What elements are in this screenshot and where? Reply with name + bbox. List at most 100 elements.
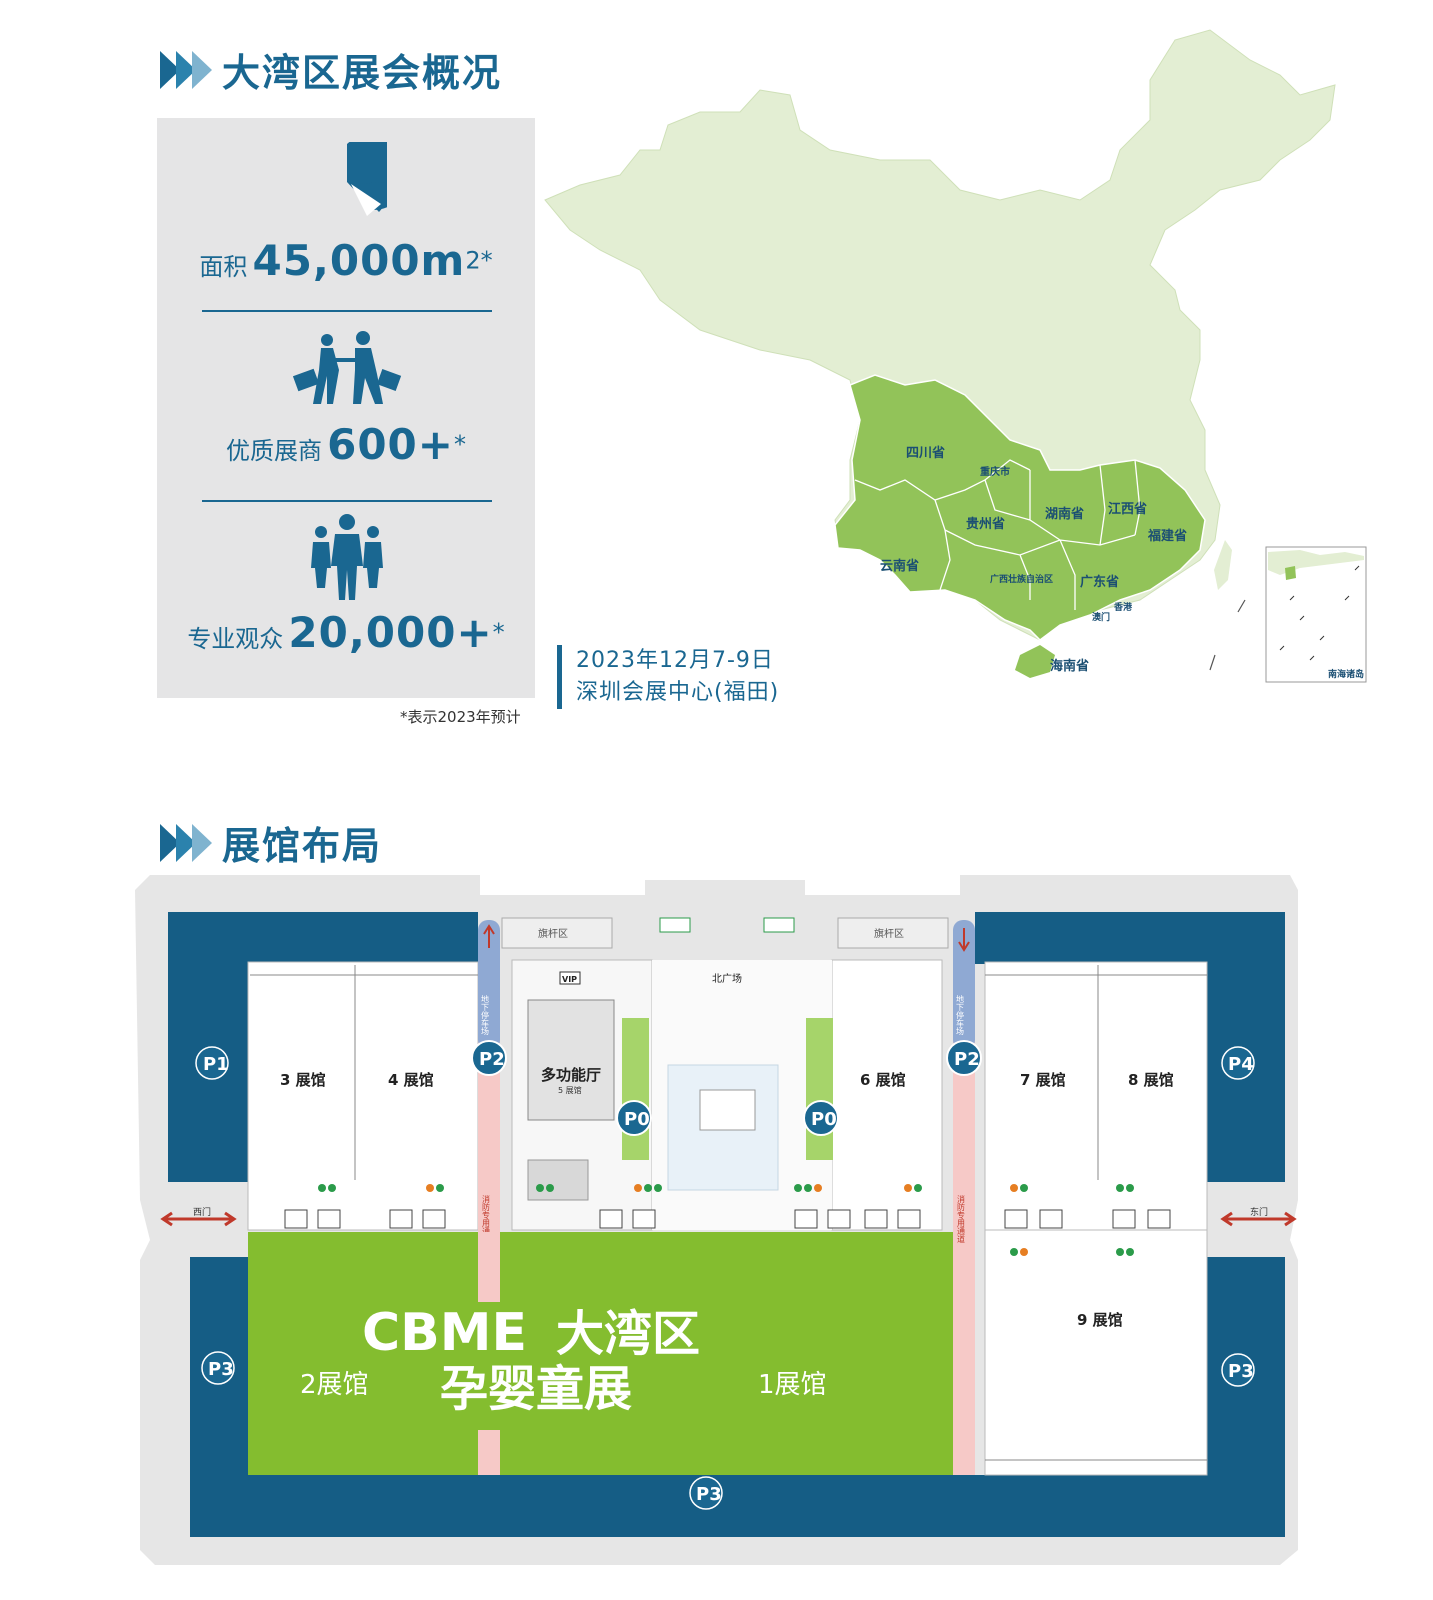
ramp-right [953, 920, 975, 1050]
stat-visitors-label: 专业观众 [187, 625, 284, 653]
exit-sign-icon [659, 917, 691, 933]
overview-title-text: 大湾区展会概况 [222, 51, 503, 95]
pie-chart-icon [347, 142, 387, 216]
layout-title-text: 展馆布局 [222, 824, 383, 868]
multipurpose-hall-box [527, 999, 615, 1121]
event-venue: 深圳会展中心(福田) [576, 680, 780, 705]
hall-9-label: 9 展馆 [1077, 1311, 1123, 1329]
label-guangdong: 广东省 [1080, 574, 1119, 590]
label-hunan: 湖南省 [1045, 506, 1084, 522]
hall-1-2-green-area [248, 1232, 953, 1475]
triple-chevron-icon [160, 823, 212, 862]
booth-grid-lines [250, 965, 1207, 1461]
parking-p3-bottom: P3 [696, 1484, 722, 1505]
fire-lane-right-label: 消防专用通道 [957, 1194, 966, 1244]
vip-room-box [559, 971, 581, 985]
layout-section-title: 展馆布局 [160, 815, 382, 870]
label-fujian: 福建省 [1147, 528, 1187, 544]
stat-exhibitors-sup: * [453, 430, 466, 459]
label-hongkong: 香港 [1113, 601, 1133, 613]
underground-right-label: 地下停车场 [956, 994, 965, 1036]
fire-lane-left-label: 消防专用通道 [482, 1194, 491, 1244]
parking-markers [195, 1040, 1255, 1510]
label-sichuan: 四川省 [906, 445, 945, 461]
stat-visitors-value: 20,000+ [288, 608, 493, 657]
south-china-sea-inset: 南海诸岛 [1265, 546, 1367, 683]
hall-6-area [831, 959, 943, 1231]
cbme-title-line1: 大湾区 [556, 1306, 700, 1362]
fire-lane-left-bottom [478, 1430, 500, 1475]
parking-p3-right: P3 [1228, 1361, 1254, 1382]
label-hainan: 海南省 [1050, 658, 1089, 674]
cbme-title-line2: 孕婴童展 [440, 1361, 632, 1417]
cbme-logo: CBME [362, 1303, 527, 1363]
hall-7-label: 7 展馆 [1020, 1071, 1066, 1089]
hall-5-sub-label: 5 展馆 [558, 1085, 582, 1095]
parking-p1: P1 [203, 1054, 229, 1075]
arrow-down-icon [958, 928, 970, 952]
stat-area-label: 面积 [199, 253, 248, 281]
east-gate-label: 东门 [1250, 1206, 1268, 1218]
parking-p0-right: P0 [811, 1109, 837, 1130]
west-gate-arrow-icon [160, 1211, 237, 1227]
label-guizhou: 贵州省 [966, 516, 1005, 532]
event-date: 2023年12月7-9日 [576, 648, 774, 673]
boundary-lines [1209, 599, 1246, 671]
vip-label: VIP [562, 975, 577, 984]
arrow-up-icon [483, 924, 495, 948]
inset-label: 南海诸岛 [1328, 668, 1364, 680]
parking-p4: P4 [1228, 1054, 1254, 1075]
hall-3-label: 3 展馆 [280, 1071, 326, 1089]
event-date-venue: 2023年12月7-9日 深圳会展中心(福田) [557, 645, 779, 709]
footnote: *表示2023年预计 [400, 708, 521, 726]
north-plaza-label: 北广场 [712, 972, 742, 985]
audience-group-icon [311, 514, 383, 600]
flag-area-right-box [837, 917, 949, 949]
hall-2-label: 2展馆 [300, 1370, 369, 1400]
taiwan-shape [1214, 540, 1232, 590]
stat-area: 面积 45,000m2* [157, 236, 535, 285]
parking-p0-left: P0 [624, 1109, 650, 1130]
highlight-region [834, 374, 1206, 678]
floor-plan: 旗杆区 旗杆区 VIP 地下停车场 地下停车场 消防专用通道 消防专用通道 3 … [135, 875, 1298, 1565]
east-gate-arrow-icon [1220, 1211, 1297, 1227]
flag-area-left: 旗杆区 [538, 927, 568, 940]
label-yunnan: 云南省 [880, 558, 919, 574]
label-jiangxi: 江西省 [1108, 501, 1147, 517]
fire-lane-right [953, 960, 975, 1475]
facility-icons [284, 1209, 1171, 1229]
stat-exhibitors: 优质展商 600+* [157, 420, 535, 469]
atrium-stair [699, 1089, 756, 1131]
hall-6-label: 6 展馆 [860, 1071, 906, 1089]
stat-exhibitors-value: 600+ [327, 420, 454, 469]
stats-panel: 面积 45,000m2* 优质展商 600+* 专业观众 20,000+* [157, 118, 535, 698]
fire-lane-left-mid [478, 1232, 500, 1302]
stat-area-sup: 2* [465, 246, 493, 275]
hall-5-label: 多功能厅 [541, 1066, 601, 1084]
stat-visitors: 专业观众 20,000+* [157, 608, 535, 657]
label-macau: 澳门 [1092, 611, 1110, 623]
business-people-icon [292, 331, 402, 404]
service-room [527, 1159, 589, 1201]
green-strip-left [622, 1018, 649, 1160]
parking-p2-left: P2 [479, 1049, 505, 1070]
hall-4-label: 4 展馆 [388, 1071, 434, 1089]
stat-exhibitors-label: 优质展商 [226, 437, 323, 465]
hall-1-label: 1展馆 [758, 1370, 827, 1400]
underground-left-label: 地下停车场 [481, 994, 490, 1036]
label-guangxi: 广西壮族自治区 [990, 573, 1053, 585]
flag-area-right: 旗杆区 [874, 927, 904, 940]
stat-divider [202, 310, 492, 312]
triple-chevron-icon [160, 50, 212, 89]
hall-8-label: 8 展馆 [1128, 1071, 1174, 1089]
parking-p2-right: P2 [954, 1049, 980, 1070]
flag-area-left-box [501, 917, 613, 949]
ramp-left [478, 920, 500, 1050]
label-chongqing: 重庆市 [980, 465, 1010, 478]
west-gate-label: 西门 [193, 1206, 211, 1218]
stat-area-value: 45,000m [252, 236, 466, 285]
hall-9-area [984, 1229, 1208, 1476]
parking-p3-left: P3 [208, 1359, 234, 1380]
china-map: 四川省 重庆市 贵州省 湖南省 江西省 福建省 云南省 广西壮族自治区 广东省 … [544, 29, 1367, 683]
stat-divider [202, 500, 492, 502]
